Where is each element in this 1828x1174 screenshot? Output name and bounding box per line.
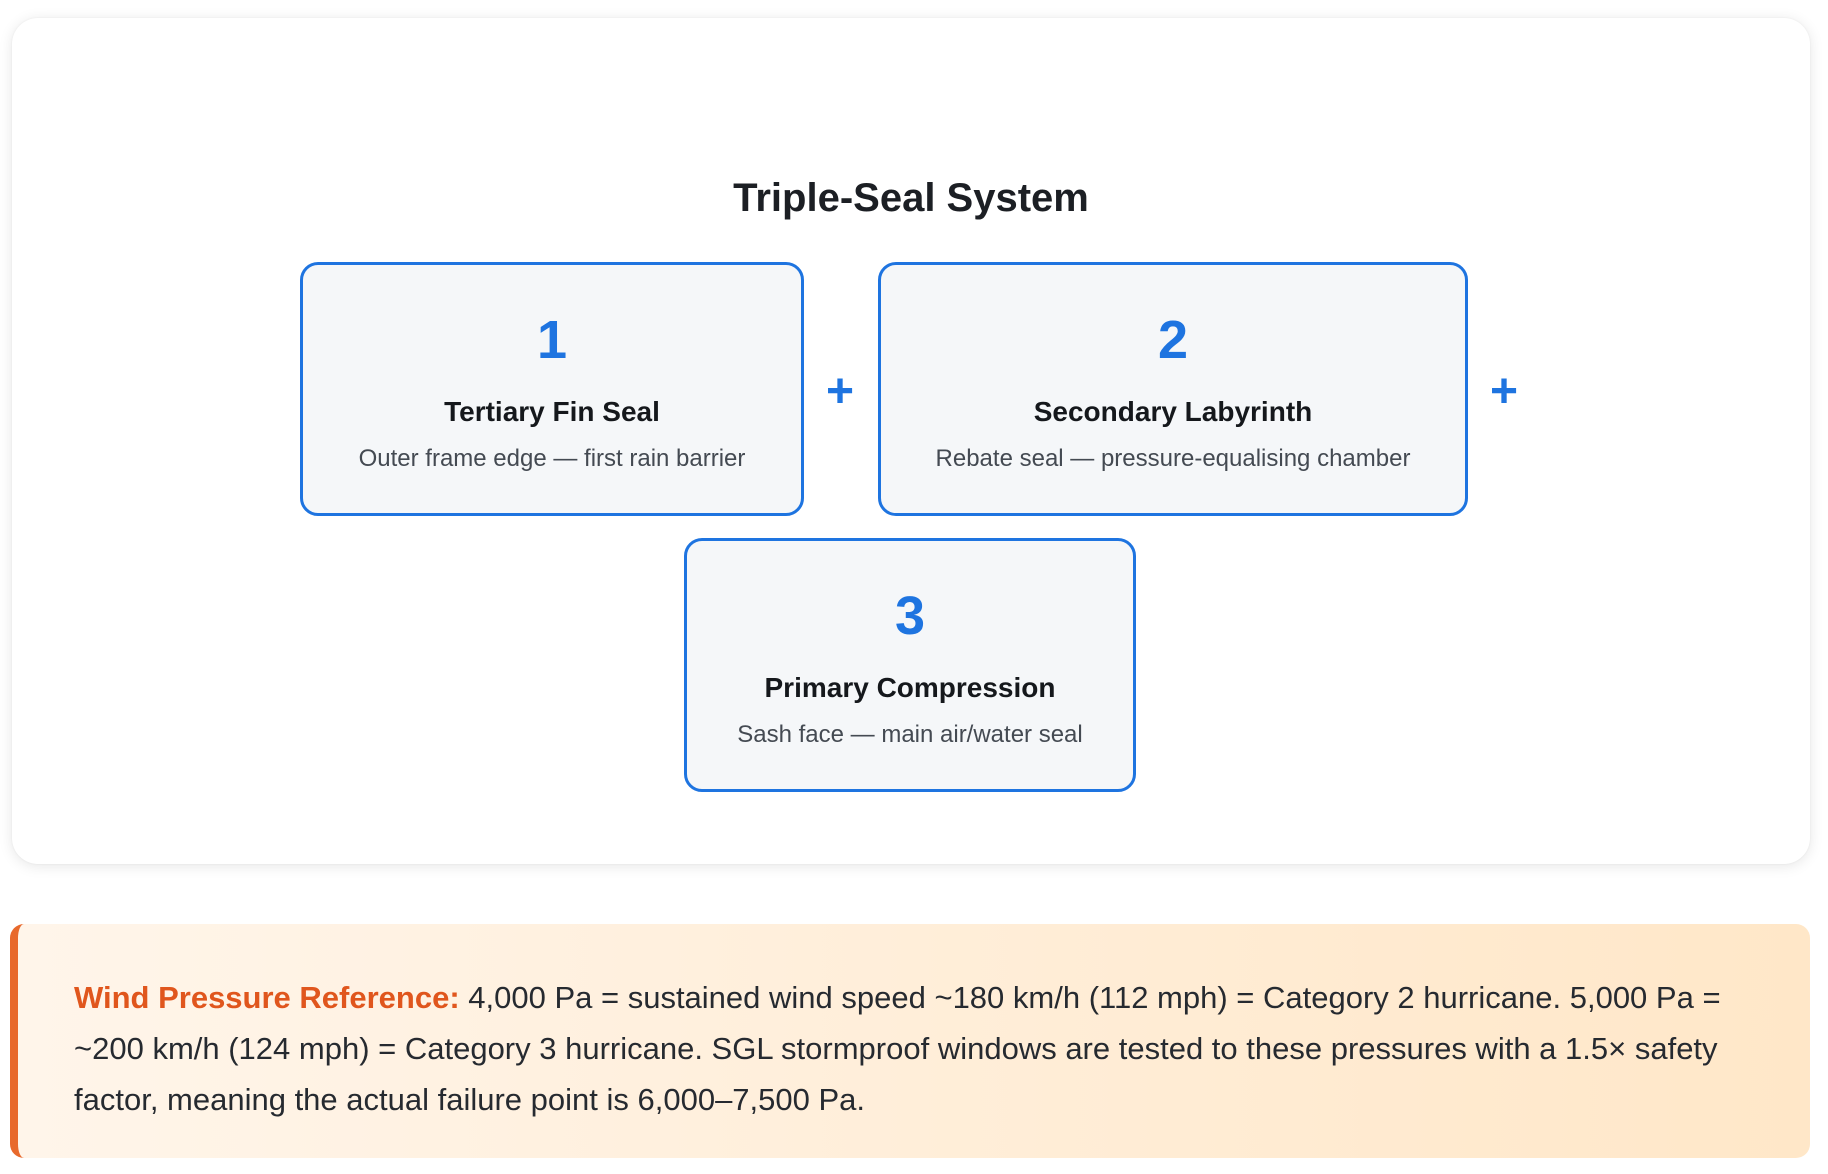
seal-number: 2	[1157, 310, 1189, 370]
note-label: Wind Pressure Reference:	[74, 980, 460, 1015]
diagram-title: Triple-Seal System	[733, 176, 1089, 220]
diagram-panel: Triple-Seal System 1 Tertiary Fin Seal O…	[12, 18, 1810, 864]
seal-name: Primary Compression	[764, 672, 1056, 703]
seal-name: Tertiary Fin Seal	[444, 396, 660, 427]
note-text: 4,000 Pa = sustained wind speed ~180 km/…	[74, 980, 1721, 1117]
seal-description: Outer frame edge — first rain barrier	[358, 445, 746, 472]
wind-pressure-note: Wind Pressure Reference: 4,000 Pa = sust…	[10, 924, 1810, 1158]
seal-card-1: 1 Tertiary Fin Seal Outer frame edge — f…	[300, 262, 804, 516]
seal-card-3: 3 Primary Compression Sash face — main a…	[684, 538, 1136, 792]
seal-card-2: 2 Secondary Labyrinth Rebate seal — pres…	[878, 262, 1468, 516]
seal-name: Secondary Labyrinth	[1033, 396, 1313, 427]
seal-description: Rebate seal — pressure-equalising chambe…	[935, 445, 1411, 472]
plus-connector: +	[826, 365, 855, 418]
seal-description: Sash face — main air/water seal	[737, 721, 1083, 748]
seal-number: 1	[536, 310, 568, 370]
seal-number: 3	[894, 586, 926, 646]
plus-connector: +	[1490, 365, 1519, 418]
